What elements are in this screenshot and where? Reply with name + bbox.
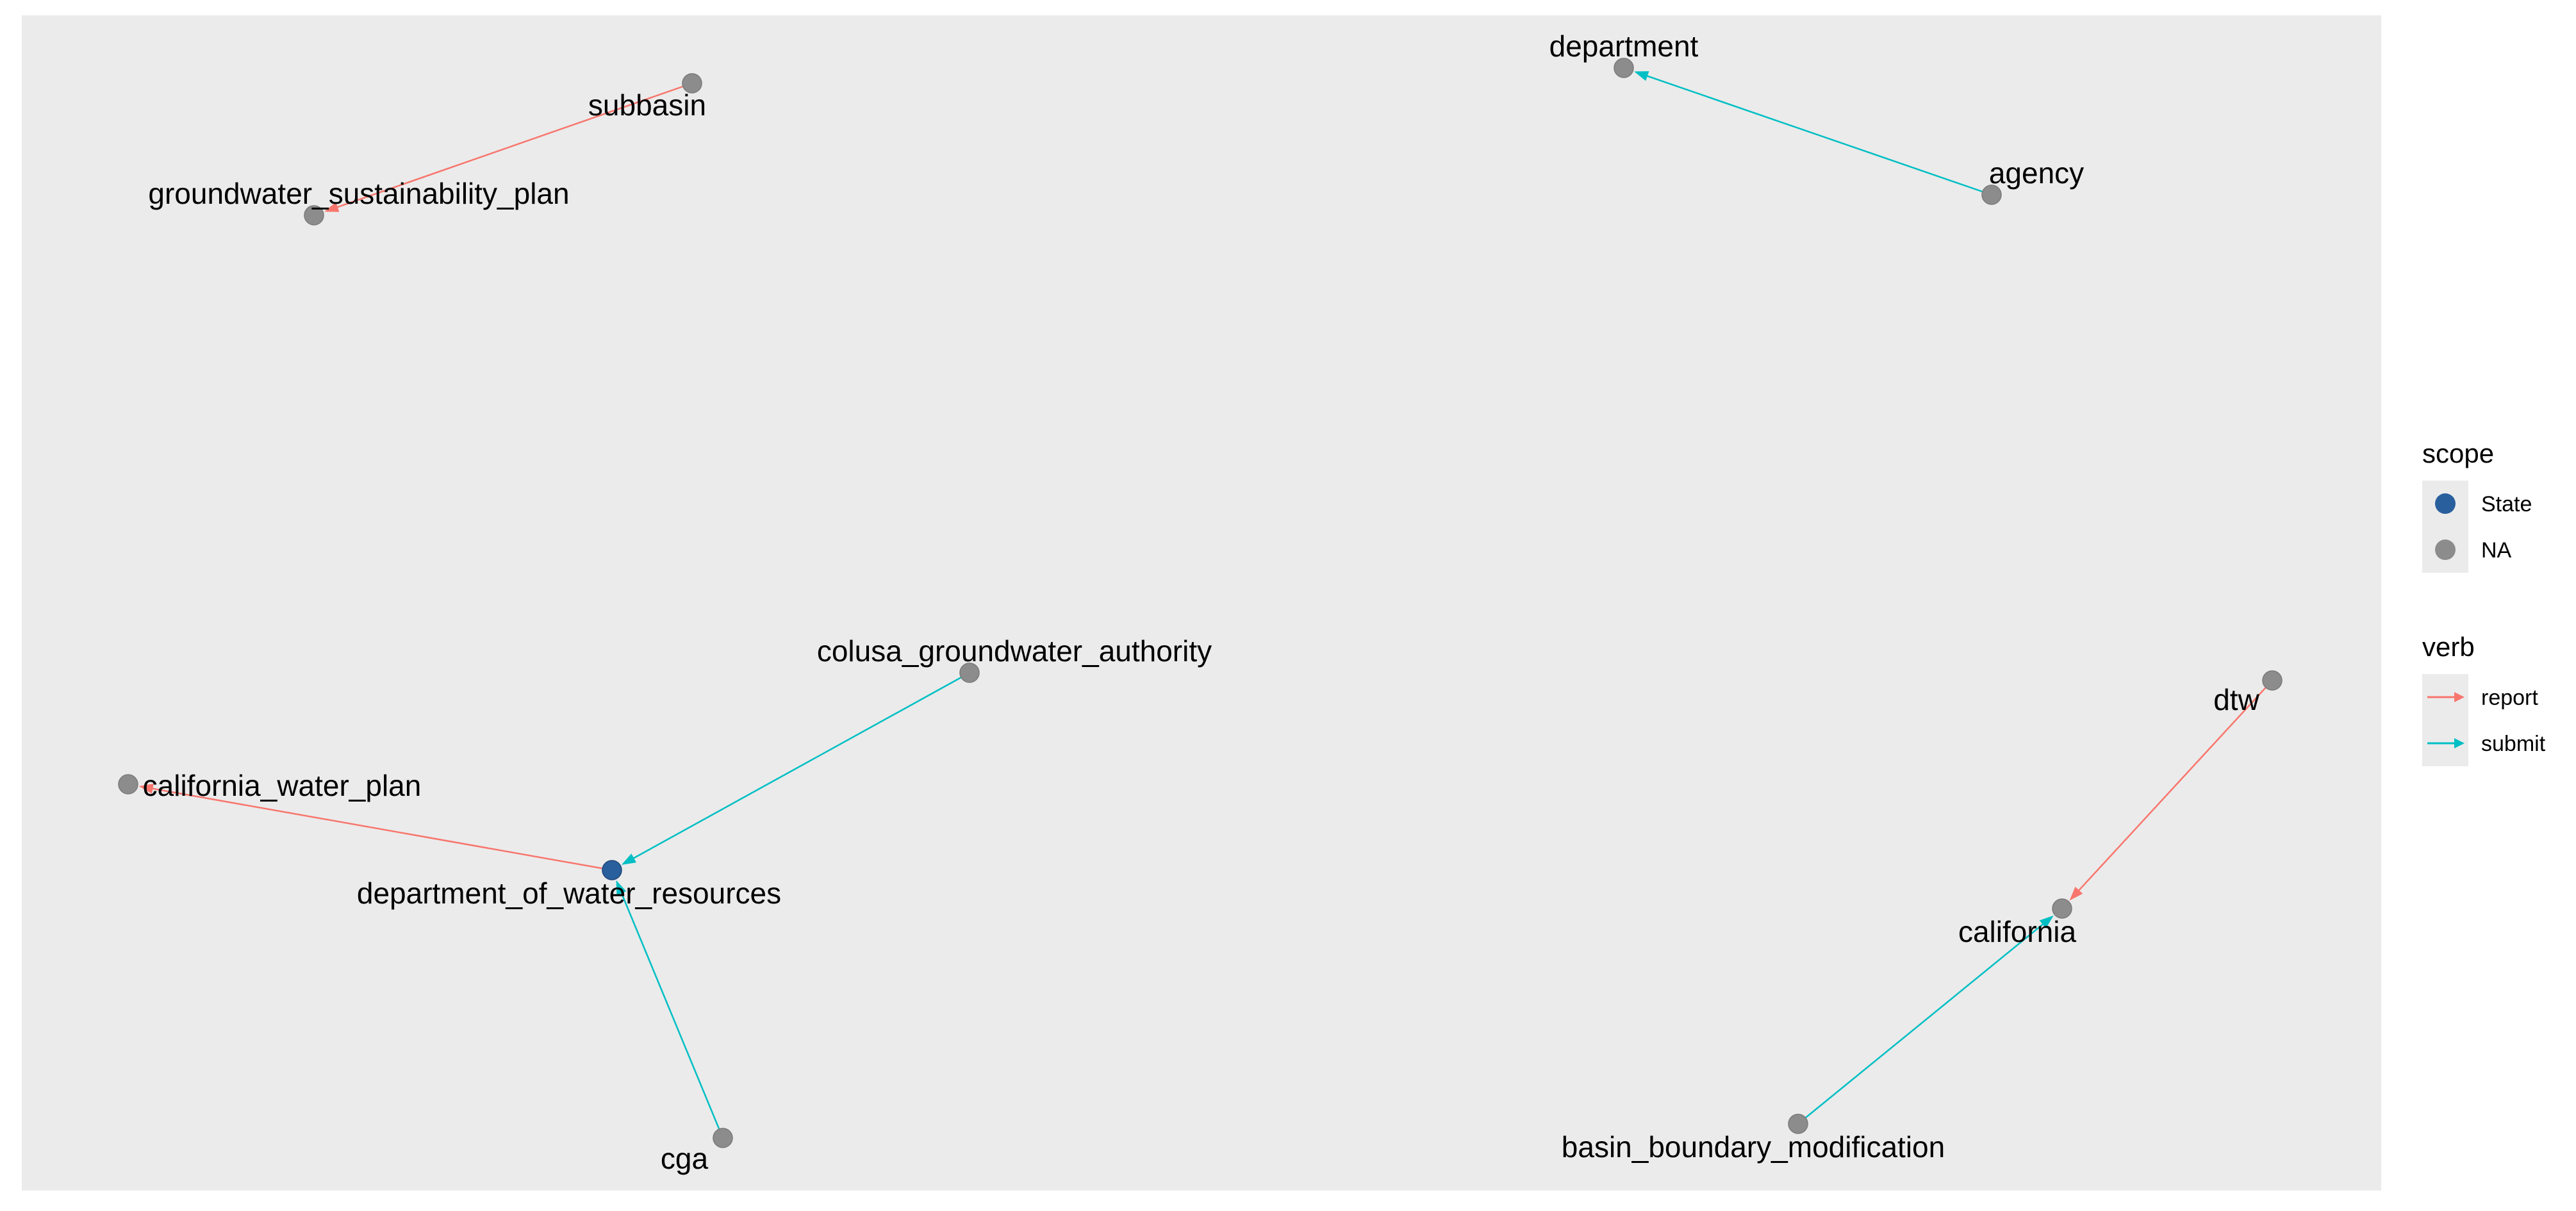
edge-subbasin-to-groundwater_sustainability_plan — [332, 82, 693, 210]
node-label-basin_boundary_modification: basin_boundary_modification — [1562, 1130, 1945, 1164]
node-label-cga: cga — [661, 1142, 709, 1175]
arrowhead-agency-to-department — [1634, 71, 1649, 81]
edge-department_of_water_resources-to-california_water_plan — [147, 787, 613, 871]
arrowhead-basin_boundary_modification-to-california — [2039, 915, 2054, 928]
node-agency — [1981, 185, 2002, 205]
legend-key-na — [2435, 540, 2456, 560]
legend-label-report: report — [2481, 686, 2538, 710]
node-label-groundwater_sustainability_plan: groundwater_sustainability_plan — [148, 177, 569, 210]
node-cga — [713, 1128, 733, 1148]
node-dtw — [2262, 670, 2283, 691]
legend-arrow-report-icon — [2454, 692, 2465, 702]
node-basin_boundary_modification — [1788, 1114, 1808, 1134]
node-label-department_of_water_resources: department_of_water_resources — [357, 877, 781, 910]
legend-verb: verb report submit — [2422, 632, 2546, 766]
arrowhead-cga-to-department_of_water_resources — [616, 880, 627, 896]
edge-agency-to-department — [1642, 73, 1992, 196]
node-layer — [118, 58, 2283, 1148]
edge-layer — [138, 71, 2273, 1139]
node-department_of_water_resources — [602, 860, 622, 880]
node-label-department: department — [1549, 29, 1699, 63]
node-label-agency: agency — [1989, 156, 2084, 190]
label-layer: subbasingroundwater_sustainability_pland… — [143, 29, 2260, 1175]
arrowhead-colusa_groundwater_authority-to-department_of_water_resources — [621, 853, 637, 865]
edge-cga-to-department_of_water_resources — [618, 888, 724, 1139]
edge-colusa_groundwater_authority-to-department_of_water_resources — [629, 671, 970, 862]
plot-panel — [22, 15, 2381, 1190]
node-label-colusa_groundwater_authority: colusa_groundwater_authority — [817, 634, 1212, 668]
legend-label-na: NA — [2481, 538, 2512, 563]
edge-basin_boundary_modification-to-california — [1797, 920, 2047, 1124]
legend-label-state: State — [2481, 492, 2532, 516]
legend-scope: scope State NA — [2422, 438, 2532, 573]
legend-key-state — [2435, 493, 2456, 514]
node-california — [2052, 898, 2072, 919]
node-label-subbasin: subbasin — [588, 88, 706, 122]
legend-verb-title: verb — [2422, 632, 2475, 662]
arrowhead-dtw-to-california — [2069, 886, 2083, 901]
node-california_water_plan — [118, 774, 138, 795]
node-subbasin — [682, 73, 702, 94]
edge-dtw-to-california — [2075, 680, 2273, 895]
node-department — [1614, 58, 1634, 78]
legend-arrow-submit-icon — [2454, 738, 2465, 748]
legend-label-submit: submit — [2481, 732, 2546, 756]
node-label-california_water_plan: california_water_plan — [143, 769, 422, 802]
node-label-dtw: dtw — [2213, 683, 2259, 716]
arrowhead-subbasin-to-groundwater_sustainability_plan — [324, 202, 340, 212]
node-groundwater_sustainability_plan — [304, 205, 324, 226]
legend-scope-title: scope — [2422, 438, 2494, 468]
arrowhead-department_of_water_resources-to-california_water_plan — [138, 783, 154, 794]
node-colusa_groundwater_authority — [959, 663, 980, 683]
node-label-california: california — [1958, 915, 2077, 948]
